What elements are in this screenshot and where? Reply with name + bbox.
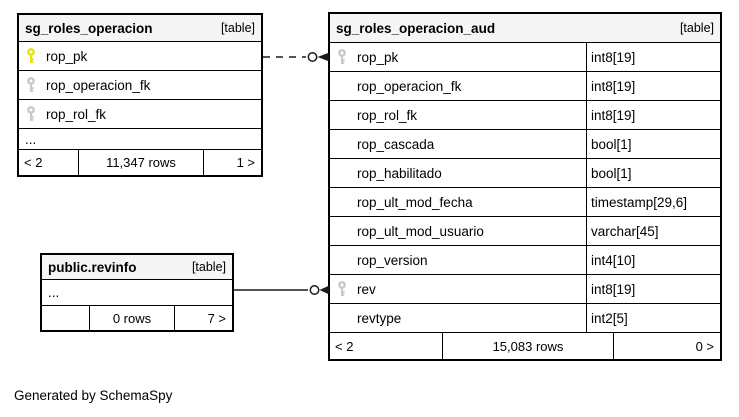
column-name: rop_pk <box>357 49 399 65</box>
hidden-columns-ellipsis: ... <box>42 280 232 306</box>
table-sg-roles-operacion-aud: sg_roles_operacion_aud [table] rop_pk in… <box>328 12 722 361</box>
table-public-revinfo: public.revinfo [table] ... 0 rows 7 > <box>40 253 234 332</box>
table-type-badge: [table] <box>679 21 714 35</box>
column-type: int8[19] <box>586 43 720 71</box>
table-type-badge: [table] <box>191 260 226 274</box>
column-type: bool[1] <box>586 159 720 187</box>
foreign-key-icon <box>19 106 46 122</box>
table-row: rop_pk int8[19] <box>330 43 720 72</box>
column-name: revtype <box>357 310 402 326</box>
pager-prev[interactable]: < 2 <box>335 338 354 354</box>
column-name: rop_pk <box>46 48 88 64</box>
table-row: rop_rol_fk <box>19 100 261 129</box>
table-row: rop_ult_mod_fecha timestamp[29,6] <box>330 188 720 217</box>
column-type: varchar[45] <box>586 217 720 245</box>
table-name[interactable]: public.revinfo <box>48 259 137 275</box>
table-header: public.revinfo [table] <box>42 255 232 280</box>
column-name: rev <box>357 281 376 297</box>
column-name: rop_cascada <box>357 136 435 152</box>
table-type-badge: [table] <box>220 21 255 35</box>
table-name[interactable]: sg_roles_operacion_aud <box>336 20 496 36</box>
primary-key-icon <box>19 48 46 64</box>
table-name[interactable]: sg_roles_operacion <box>25 20 153 36</box>
table-row: rop_pk <box>19 42 261 71</box>
row-count: 11,347 rows <box>78 150 203 175</box>
foreign-key-icon <box>330 281 357 297</box>
column-name: rop_operacion_fk <box>46 77 151 93</box>
column-type: int4[10] <box>586 246 720 274</box>
table-row: rop_ult_mod_usuario varchar[45] <box>330 217 720 246</box>
table-row: revtype int2[5] <box>330 304 720 333</box>
column-type: bool[1] <box>586 130 720 158</box>
relationship-revinfo-rev <box>234 285 329 295</box>
foreign-key-icon <box>330 49 357 65</box>
relationship-implied-rop-pk <box>263 52 329 62</box>
column-name: rop_rol_fk <box>46 106 107 122</box>
row-count: 15,083 rows <box>442 333 613 359</box>
row-count: 0 rows <box>89 306 174 330</box>
table-row: rop_operacion_fk <box>19 71 261 100</box>
column-name: rop_habilitado <box>357 165 442 181</box>
table-row: rop_operacion_fk int8[19] <box>330 72 720 101</box>
table-footer: < 2 11,347 rows 1 > <box>19 150 261 175</box>
pager-next[interactable]: 1 > <box>203 150 261 175</box>
column-name: rop_version <box>357 252 428 268</box>
pager-prev[interactable] <box>42 306 89 330</box>
table-sg-roles-operacion: sg_roles_operacion [table] rop_pk rop_op… <box>17 13 263 177</box>
table-row: rev int8[19] <box>330 275 720 304</box>
pager-next[interactable]: 7 > <box>174 306 232 330</box>
table-row: rop_rol_fk int8[19] <box>330 101 720 130</box>
column-name: rop_ult_mod_usuario <box>357 223 484 239</box>
column-name: rop_ult_mod_fecha <box>357 194 473 210</box>
table-row: rop_version int4[10] <box>330 246 720 275</box>
table-header: sg_roles_operacion_aud [table] <box>330 14 720 43</box>
pager-next[interactable]: 0 > <box>613 333 720 359</box>
table-row: rop_cascada bool[1] <box>330 130 720 159</box>
column-type: timestamp[29,6] <box>586 188 720 216</box>
column-name: rop_rol_fk <box>357 107 418 123</box>
table-row: rop_habilitado bool[1] <box>330 159 720 188</box>
table-footer: 0 rows 7 > <box>42 306 232 330</box>
foreign-key-icon <box>19 77 46 93</box>
hidden-columns-ellipsis: ... <box>19 129 261 150</box>
pager-prev[interactable]: < 2 <box>24 155 43 170</box>
table-footer: < 2 15,083 rows 0 > <box>330 333 720 359</box>
column-type: int8[19] <box>586 101 720 129</box>
column-type: int2[5] <box>586 304 720 332</box>
column-type: int8[19] <box>586 72 720 100</box>
generated-by-note: Generated by SchemaSpy <box>14 388 173 403</box>
column-name: rop_operacion_fk <box>357 78 462 94</box>
table-header: sg_roles_operacion [table] <box>19 15 261 42</box>
column-type: int8[19] <box>586 275 720 303</box>
